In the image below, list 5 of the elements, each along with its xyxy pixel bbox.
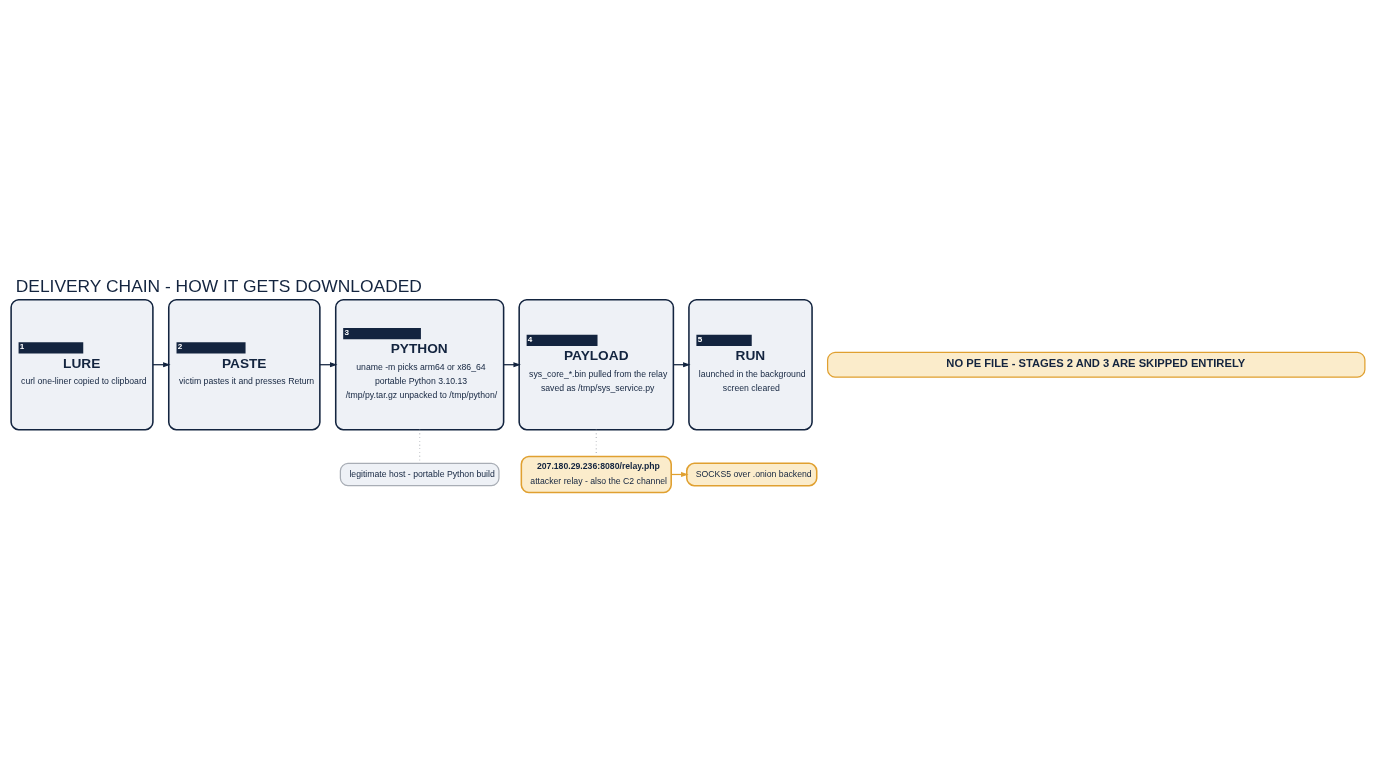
node-box: NO PE FILE - STAGES 2 AND 3 ARE SKIPPED ENTIRELY [827, 351, 1366, 378]
node-box: legitimate host - portable Python build [339, 462, 500, 487]
node-box: SOCKS5 over .onion backend [686, 462, 818, 487]
diagram-title: DELIVERY CHAIN - HOW IT GETS DOWNLOADED [15, 275, 422, 296]
node-box: 207.180.29.236:8080/relay.php attacker relay - also the C2 channel [520, 455, 672, 494]
